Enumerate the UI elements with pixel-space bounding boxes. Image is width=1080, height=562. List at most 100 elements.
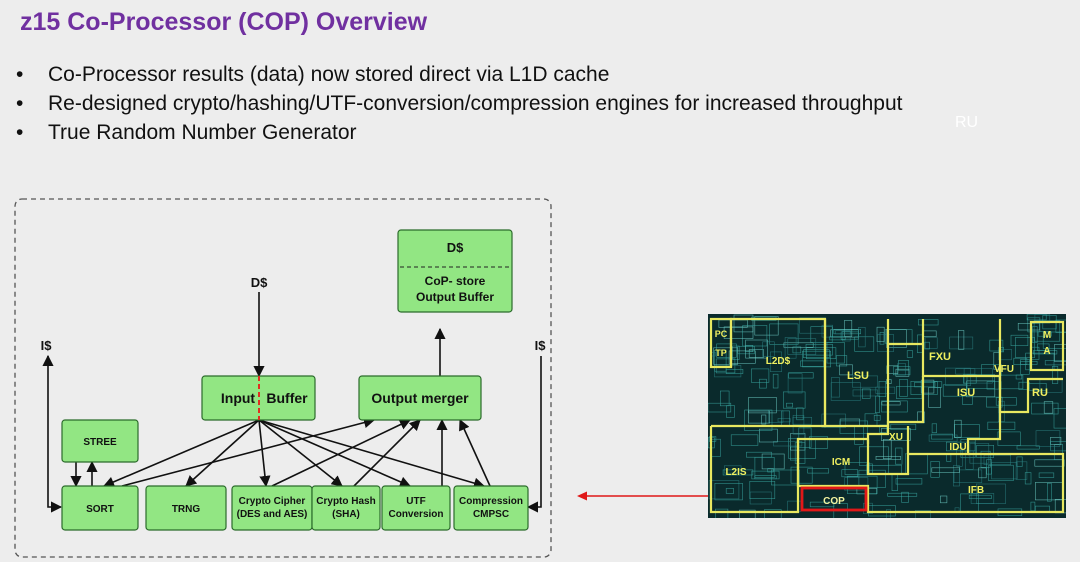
die-circuit-cell bbox=[956, 447, 963, 467]
die-circuit-cell bbox=[906, 350, 913, 358]
input-to-hash-arrow bbox=[258, 419, 343, 487]
die-circuit-cell bbox=[798, 427, 812, 448]
die-circuit-cell bbox=[881, 401, 901, 406]
die-circuit-cell bbox=[796, 407, 804, 421]
die-circuit-cell bbox=[714, 483, 743, 501]
compression-to-merger-arrow bbox=[459, 418, 491, 487]
die-circuit-cell bbox=[786, 402, 794, 408]
die-circuit-cell bbox=[1015, 336, 1036, 358]
die-circuit-cell bbox=[730, 434, 759, 446]
die-circuit-cell bbox=[783, 391, 806, 409]
cop-pointer-arrow bbox=[577, 491, 713, 501]
die-circuit-cell bbox=[893, 366, 911, 376]
die-circuit-cell bbox=[725, 488, 734, 494]
ifb-outline bbox=[948, 452, 1065, 514]
slide-title: z15 Co-Processor (COP) Overview bbox=[20, 8, 428, 36]
engine-label: Compression bbox=[459, 496, 523, 507]
die-circuit-cell bbox=[914, 382, 936, 388]
die-circuit-cell bbox=[758, 428, 778, 443]
die-circuit-cell bbox=[841, 469, 859, 478]
bullet-text: Co-Processor results (data) now stored d… bbox=[48, 63, 610, 86]
diagram-frame bbox=[14, 198, 552, 558]
die-circuit-cell bbox=[767, 468, 774, 473]
die-circuit-cell bbox=[831, 377, 840, 398]
xu-outline bbox=[866, 426, 910, 476]
die-circuit-cell bbox=[764, 509, 782, 518]
die-circuit-cell bbox=[761, 414, 767, 425]
die-circuit-cell bbox=[722, 469, 754, 476]
die-circuit-cell bbox=[895, 478, 923, 485]
die-circuit-cell bbox=[839, 364, 853, 376]
bullet-text: True Random Number Generator bbox=[48, 121, 357, 144]
die-circuit-cell bbox=[931, 423, 938, 433]
die-circuit-cell bbox=[901, 491, 909, 503]
die-circuit-cell bbox=[976, 445, 995, 458]
die-circuit-cell bbox=[1020, 358, 1030, 375]
die-circuit-cell bbox=[858, 327, 866, 348]
die-circuit-cell bbox=[754, 475, 777, 480]
die-circuit-cell bbox=[1046, 482, 1052, 502]
die-circuit-cell bbox=[794, 442, 806, 464]
die-circuit-cell bbox=[714, 349, 727, 372]
engine-label: UTF bbox=[406, 496, 425, 507]
die-circuit-cell bbox=[836, 355, 848, 367]
engine-label: (SHA) bbox=[332, 509, 360, 520]
die-circuit-cell bbox=[783, 342, 814, 348]
die-circuit-texture bbox=[708, 314, 1066, 518]
die-circuit-cell bbox=[1017, 323, 1040, 331]
die-circuit-cell bbox=[931, 467, 961, 473]
die-circuit-cell bbox=[708, 480, 740, 500]
die-unit-label: IFB bbox=[968, 485, 984, 496]
die-circuit-cell bbox=[835, 330, 851, 335]
die-circuit-cell bbox=[858, 469, 886, 488]
die-circuit-cell bbox=[875, 386, 896, 394]
die-circuit-cell bbox=[788, 372, 814, 379]
stree-box bbox=[61, 419, 139, 463]
die-circuit-cell bbox=[1016, 445, 1040, 450]
die-circuit-cell bbox=[1051, 366, 1059, 384]
engine-label: Crypto Hash bbox=[316, 496, 375, 507]
die-circuit-cell bbox=[821, 413, 846, 428]
engine-box bbox=[231, 485, 313, 531]
die-circuit-cell bbox=[844, 477, 869, 491]
die-circuit-cell bbox=[742, 325, 768, 347]
die-circuit-cell bbox=[1018, 381, 1030, 390]
output-buffer-label-line2: Output Buffer bbox=[416, 290, 494, 304]
die-circuit-cell bbox=[1042, 331, 1066, 349]
die-circuit-cell bbox=[773, 441, 803, 447]
die-circuit-cell bbox=[962, 395, 973, 405]
input-buffer-label-right: Buffer bbox=[266, 390, 308, 406]
die-circuit-cell bbox=[1030, 501, 1036, 512]
engine-box bbox=[311, 485, 381, 531]
output-merger-label: Output merger bbox=[371, 390, 469, 406]
die-circuit-cell bbox=[732, 345, 740, 360]
die-circuit-cell bbox=[949, 336, 974, 350]
die-unit-label: L2IS bbox=[725, 467, 746, 478]
die-circuit-cell bbox=[726, 405, 735, 418]
die-circuit-cell bbox=[1034, 459, 1065, 467]
engine-label: (DES and AES) bbox=[237, 509, 308, 520]
die-circuit-cell bbox=[1037, 343, 1050, 351]
die-circuit-cell bbox=[924, 341, 930, 350]
die-circuit-cell bbox=[998, 348, 1012, 361]
die-circuit-cell bbox=[854, 336, 875, 352]
die-circuit-cell bbox=[738, 509, 756, 518]
die-circuit-cell bbox=[886, 365, 899, 374]
die-circuit-cell bbox=[930, 461, 940, 478]
sort-to-merger-arrow bbox=[121, 417, 376, 487]
die-circuit-cell bbox=[770, 351, 782, 373]
output-buffer-box bbox=[397, 229, 513, 313]
bullet-list: • Co-Processor results (data) now stored … bbox=[16, 60, 902, 147]
bullet-icon: • bbox=[16, 63, 24, 86]
die-circuit-cell bbox=[767, 410, 784, 423]
stray-label: RU bbox=[955, 114, 979, 131]
die-unit-label: PC bbox=[715, 329, 728, 339]
die-circuit-cell bbox=[918, 319, 939, 326]
die-circuit-cell bbox=[953, 469, 983, 483]
ru-outline bbox=[998, 376, 1063, 414]
idu-outline bbox=[908, 412, 1002, 456]
die-circuit-cell bbox=[958, 330, 965, 350]
die-circuit-cell bbox=[802, 350, 832, 368]
die-circuit-cell bbox=[807, 468, 829, 474]
